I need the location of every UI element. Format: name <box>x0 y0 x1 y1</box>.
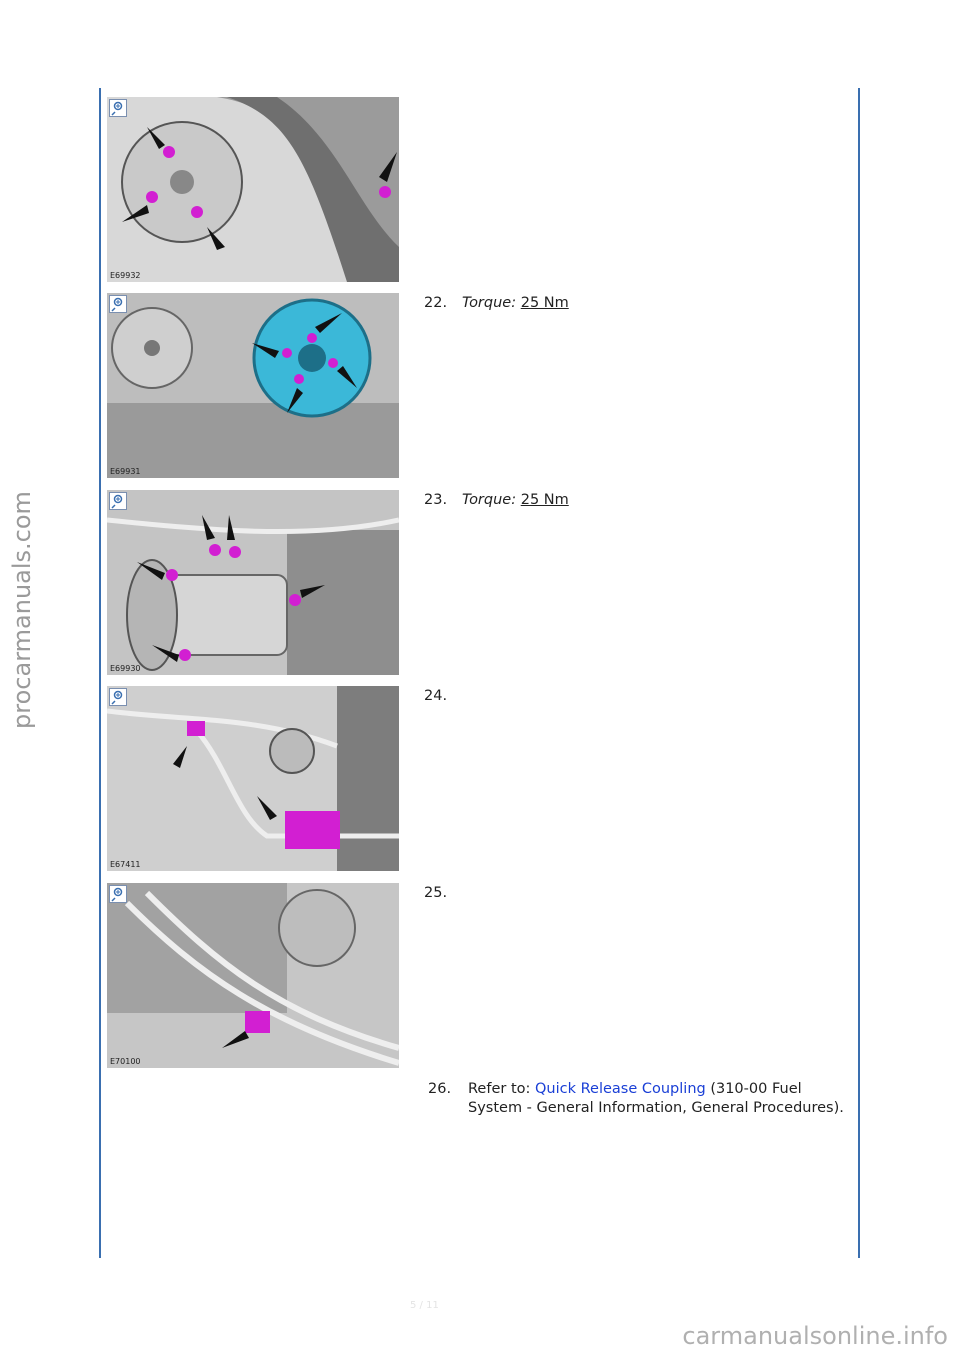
torque-label: Torque: <box>462 295 517 311</box>
image-code: E67411 <box>110 860 141 869</box>
zoom-in-icon[interactable] <box>109 885 127 903</box>
torque-value: 25 Nm <box>520 492 569 508</box>
side-watermark: procarmanuals.com <box>8 491 37 729</box>
bottom-watermark: carmanualsonline.info <box>682 1322 948 1350</box>
step-number: 25. <box>424 885 448 901</box>
refer-prefix: Refer to: <box>468 1081 531 1097</box>
step-23: 23. Torque: 25 Nm <box>424 492 569 508</box>
step-text: Refer to: Quick Release Coupling (310-00… <box>468 1080 848 1118</box>
step-24: 24. <box>424 688 462 704</box>
zoom-in-icon[interactable] <box>109 295 127 313</box>
image-code: E69931 <box>110 467 141 476</box>
step-22: 22. Torque: 25 Nm <box>424 295 569 311</box>
step-image-compressor-clutch: E69932 <box>107 97 399 282</box>
page-number: 5 / 11 <box>410 1300 439 1311</box>
step-number: 26. <box>428 1081 452 1097</box>
right-margin-rule <box>858 88 860 1258</box>
quick-release-coupling-link[interactable]: Quick Release Coupling <box>535 1081 706 1097</box>
step-image-pulley: E69931 <box>107 293 399 478</box>
step-number: 23. <box>424 492 448 508</box>
refer-suffix: (310-00 Fuel System - General Informatio… <box>468 1081 844 1116</box>
zoom-in-icon[interactable] <box>109 99 127 117</box>
torque-label: Torque: <box>462 492 517 508</box>
image-code: E69930 <box>110 664 141 673</box>
step-image-connector: E67411 <box>107 686 399 871</box>
step-number: 22. <box>424 295 448 311</box>
image-code: E69932 <box>110 271 141 280</box>
zoom-in-icon[interactable] <box>109 688 127 706</box>
zoom-in-icon[interactable] <box>109 492 127 510</box>
step-image-pipe-clip: E70100 <box>107 883 399 1068</box>
left-margin-rule <box>99 88 101 1258</box>
step-number: 24. <box>424 688 448 704</box>
step-25: 25. <box>424 885 462 901</box>
image-code: E70100 <box>110 1057 141 1066</box>
step-image-compressor: E69930 <box>107 490 399 675</box>
torque-value: 25 Nm <box>520 295 569 311</box>
step-26: 26. Refer to: Quick Release Coupling (31… <box>428 1080 848 1118</box>
